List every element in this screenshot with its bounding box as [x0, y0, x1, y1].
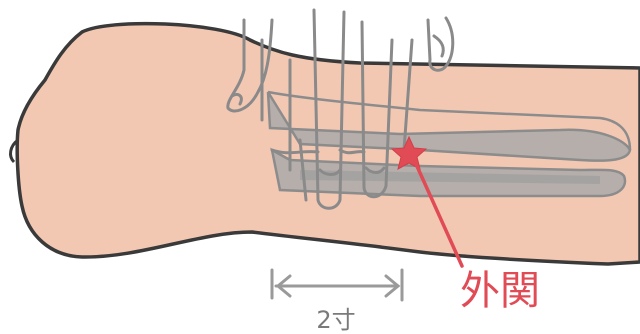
finger-pinky-nail [434, 36, 443, 56]
acupoint-label: 外関 [460, 268, 540, 314]
measure-label: 2寸 [316, 306, 355, 334]
measurement-ruler [272, 270, 402, 300]
